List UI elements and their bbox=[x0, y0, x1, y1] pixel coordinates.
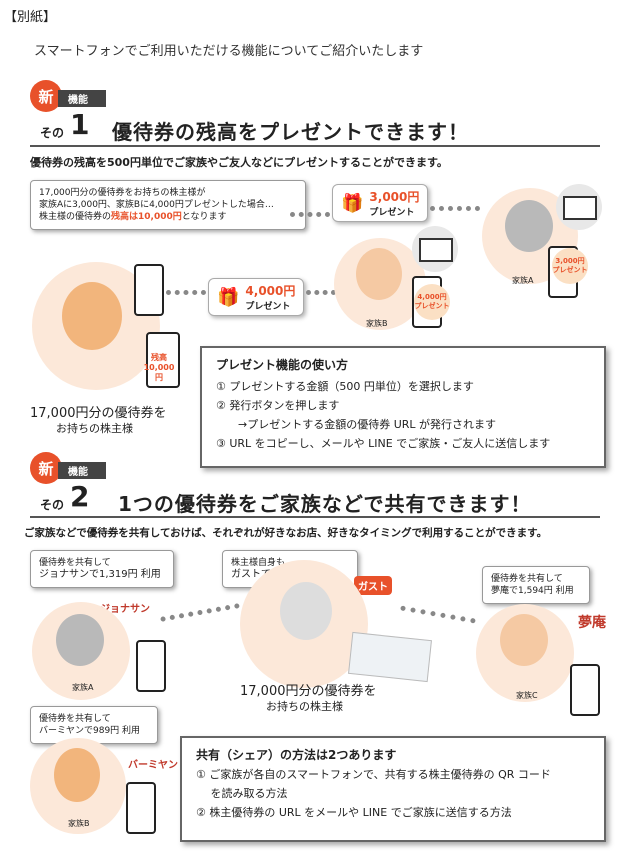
balance-amount: 10,000円 bbox=[143, 363, 175, 382]
appendix-tag: 【別紙】 bbox=[4, 10, 57, 25]
gift-icon: 🎁 bbox=[341, 192, 364, 214]
family-a-avatar bbox=[56, 614, 104, 666]
phone-icon bbox=[570, 664, 600, 716]
bubble-line: バーミヤンで989円 利用 bbox=[39, 726, 141, 736]
howto-step: ② 発行ボタンを押します bbox=[216, 399, 340, 412]
coin-amount: 4,000円 bbox=[417, 293, 447, 301]
family-c-avatar bbox=[500, 614, 548, 666]
section-number: 1 bbox=[70, 108, 90, 141]
holder-caption-2: お持ちの株主様 bbox=[56, 422, 133, 435]
balance-label: 残高 bbox=[151, 353, 167, 362]
gift-label: プレゼント bbox=[369, 208, 415, 218]
section-rule bbox=[30, 516, 600, 518]
share-bubble-b: 優待券を共有して バーミヤンで989円 利用 bbox=[30, 706, 158, 744]
gusto-logo: ガスト bbox=[354, 576, 392, 595]
flow-dots bbox=[306, 290, 336, 295]
holder-caption-1: 17,000円分の優待券を bbox=[240, 684, 377, 699]
holder-avatar bbox=[62, 282, 122, 350]
bubble-line: 株主様の優待券の残高は10,000円となります bbox=[39, 212, 227, 222]
feature-label: 機能 bbox=[58, 462, 106, 479]
coin-a: 3,000円 プレゼント bbox=[552, 248, 588, 284]
howto-step: ③ URL をコピーし、メールや LINE でご家族・ご友人に送信します bbox=[216, 437, 551, 450]
gift-icon: 🎁 bbox=[217, 286, 240, 308]
phone-icon bbox=[146, 332, 180, 388]
family-a-label: 家族A bbox=[512, 276, 534, 285]
flow-dots bbox=[290, 212, 330, 217]
flow-dots bbox=[166, 290, 206, 295]
bubble-line: 株主様自身も bbox=[231, 558, 286, 568]
howto-step: ① プレゼントする金額（500 円単位）を選択します bbox=[216, 380, 474, 393]
section-subtitle: ご家族などで優待券を共有しておけば、それぞれが好きなお店、好きなタイミングで利用… bbox=[24, 527, 548, 539]
flow-dots bbox=[430, 206, 480, 211]
new-badge: 新 bbox=[30, 80, 62, 112]
gift-amount: 4,000円 bbox=[245, 284, 296, 298]
phone-icon bbox=[136, 640, 166, 692]
thought-bubble: 17,000円分の優待券をお持ちの株主様が 家族Aに3,000円、家族Bに4,0… bbox=[30, 180, 306, 230]
bubble-line: 優待券を共有して bbox=[39, 558, 111, 568]
section-title: 優待券の残高をプレゼントできます！ bbox=[112, 120, 469, 144]
phone-icon bbox=[126, 782, 156, 834]
bubble-line: 17,000円分の優待券をお持ちの株主様が bbox=[39, 188, 206, 198]
family-b-avatar bbox=[356, 248, 402, 300]
holder-caption-2: お持ちの株主様 bbox=[266, 700, 343, 713]
bubble-line: 夢庵で1,594円 利用 bbox=[491, 586, 574, 596]
bubble-line: ジョナサンで1,319円 利用 bbox=[39, 569, 161, 580]
yumean-logo: 夢庵 bbox=[578, 615, 606, 631]
section-sono: その bbox=[40, 126, 65, 140]
coupon-sheet bbox=[348, 631, 432, 683]
holder-avatar bbox=[280, 582, 332, 640]
howto-title: プレゼント機能の使い方 bbox=[216, 358, 349, 372]
bamiyan-logo: バーミヤン bbox=[128, 760, 178, 771]
coin-label: プレゼント bbox=[552, 266, 588, 274]
gift-amount: 3,000円 bbox=[369, 190, 420, 204]
section-rule bbox=[30, 145, 600, 147]
family-b-label: 家族B bbox=[366, 319, 388, 328]
share-bubble-a: 優待券を共有して ジョナサンで1,319円 利用 bbox=[30, 550, 174, 588]
feature-label: 機能 bbox=[58, 90, 106, 107]
section-sono: その bbox=[40, 498, 65, 512]
share-bubble-c: 優待券を共有して 夢庵で1,594円 利用 bbox=[482, 566, 590, 604]
flow-dots bbox=[160, 603, 240, 622]
intro-text: スマートフォンでご利用いただける機能についてご紹介いたします bbox=[34, 44, 424, 59]
method-step: ① ご家族が各自のスマートフォンで、共有する株主優待券の QR コード bbox=[196, 768, 551, 781]
envelope-icon bbox=[563, 196, 597, 220]
flow-dots bbox=[400, 605, 476, 624]
holder-caption-1: 17,000円分の優待券を bbox=[30, 406, 167, 421]
family-b-avatar bbox=[54, 748, 100, 802]
method-step: ② 株主優待券の URL をメールや LINE でご家族に送信する方法 bbox=[196, 806, 512, 819]
bubble-line: 優待券を共有して bbox=[39, 714, 111, 724]
gift-card-b: 🎁 4,000円 プレゼント bbox=[208, 278, 305, 316]
coin-amount: 3,000円 bbox=[555, 257, 585, 265]
methods-box: 共有（シェア）の方法は2つあります ① ご家族が各自のスマートフォンで、共有する… bbox=[180, 736, 606, 842]
family-c-label: 家族C bbox=[516, 691, 538, 700]
phone-icon bbox=[134, 264, 164, 316]
methods-title: 共有（シェア）の方法は2つあります bbox=[196, 748, 397, 762]
family-b-label: 家族B bbox=[68, 819, 90, 828]
coin-b: 4,000円 プレゼント bbox=[414, 284, 450, 320]
coin-label: プレゼント bbox=[414, 302, 450, 310]
gift-card-a: 🎁 3,000円 プレゼント bbox=[332, 184, 429, 222]
family-a-avatar bbox=[505, 200, 553, 252]
gift-label: プレゼント bbox=[245, 302, 291, 312]
section-subtitle: 優待券の残高を500円単位でご家族やご友人などにプレゼントすることができます。 bbox=[30, 156, 448, 169]
section-title: 1つの優待券をご家族などで共有できます！ bbox=[118, 492, 532, 516]
new-badge: 新 bbox=[30, 452, 62, 484]
method-step: を読み取る方法 bbox=[196, 787, 288, 800]
section-number: 2 bbox=[70, 480, 90, 513]
family-a-label: 家族A bbox=[72, 683, 94, 692]
bubble-line: 家族Aに3,000円、家族Bに4,000円プレゼントした場合… bbox=[39, 200, 274, 210]
jonathan-logo: ジョナサン bbox=[100, 604, 150, 615]
bubble-line: 優待券を共有して bbox=[491, 574, 563, 584]
envelope-icon bbox=[419, 238, 453, 262]
howto-box: プレゼント機能の使い方 ① プレゼントする金額（500 円単位）を選択します ②… bbox=[200, 346, 606, 468]
balance-display: 残高 10,000円 bbox=[140, 352, 178, 383]
howto-step: →プレゼントする金額の優待券 URL が発行されます bbox=[216, 418, 497, 431]
